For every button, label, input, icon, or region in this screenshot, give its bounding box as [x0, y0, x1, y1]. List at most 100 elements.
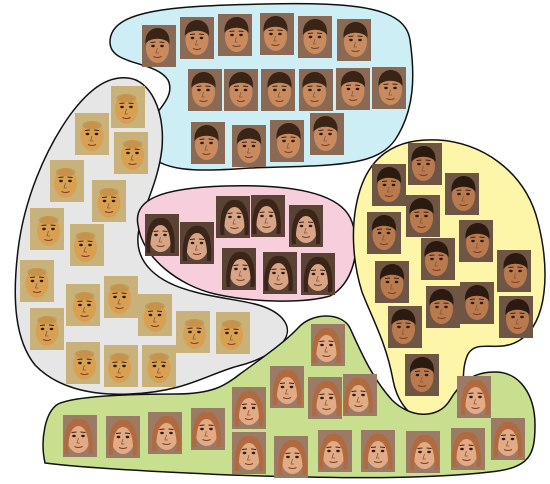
face-thumbnail-blue: [224, 69, 258, 111]
face-thumbnail-yellow: [406, 195, 440, 237]
face-brow: [336, 447, 341, 448]
face-eye: [282, 89, 286, 91]
face-brow: [319, 130, 324, 131]
face-hair: [75, 350, 95, 358]
face-eye: [392, 184, 396, 186]
face-eye: [40, 280, 44, 282]
face-brow: [157, 311, 162, 312]
face-eye: [113, 296, 117, 298]
face-brow: [242, 142, 247, 143]
face-eye: [381, 450, 385, 452]
face-eye: [347, 88, 351, 90]
face-brow: [251, 449, 256, 450]
face-eye: [243, 452, 247, 454]
face-eye: [320, 344, 324, 346]
face-eye: [393, 87, 397, 89]
face-eye: [457, 193, 461, 195]
face-brow: [457, 190, 462, 191]
face-eye: [237, 216, 241, 218]
face-brow: [427, 448, 432, 449]
face-eye: [406, 326, 410, 328]
face-brow: [190, 239, 195, 240]
face-eye: [278, 33, 282, 35]
face-eye: [352, 394, 356, 396]
face-eye: [418, 451, 422, 453]
face-brow: [377, 229, 382, 230]
face-thumbnail-pink: [263, 252, 297, 294]
face-eye: [51, 228, 55, 230]
face-thumbnail-yellow: [445, 173, 479, 215]
face-thumbnail-blue: [261, 69, 295, 111]
face-brow: [39, 277, 44, 278]
face-eye: [383, 184, 387, 186]
face-hair: [39, 216, 59, 224]
face-thumbnail-grey: [111, 86, 145, 128]
face-eye: [252, 407, 256, 409]
face-eye: [319, 133, 323, 135]
face-eye: [358, 39, 362, 41]
face-thumbnail-blue: [188, 69, 222, 111]
face-eye: [41, 328, 45, 330]
face-thumbnail-yellow: [408, 143, 442, 185]
face-thumbnail-pink: [301, 253, 335, 295]
face-brow: [320, 341, 325, 342]
face-brow: [234, 86, 239, 87]
face-eye: [466, 193, 470, 195]
face-brow: [113, 362, 118, 363]
face-thumbnail-grey: [30, 308, 64, 350]
face-eye: [200, 242, 204, 244]
face-thumbnail-yellow: [459, 220, 493, 262]
face-brow: [209, 425, 214, 426]
face-brow: [169, 429, 174, 430]
face-hair: [75, 292, 95, 300]
face-eye: [356, 88, 360, 90]
face-eye: [243, 407, 247, 409]
face-brow: [299, 222, 304, 223]
face-eye: [471, 302, 475, 304]
face-eye: [162, 365, 166, 367]
face-eye: [387, 232, 391, 234]
face-brow: [94, 130, 99, 131]
face-brow: [102, 197, 107, 198]
face-brow: [197, 86, 202, 87]
face-brow: [79, 241, 84, 242]
face-eye: [103, 200, 107, 202]
face-eye: [321, 273, 325, 275]
face-eye: [209, 142, 213, 144]
face-eye: [444, 306, 448, 308]
face-brow: [260, 212, 265, 213]
face-brow: [161, 362, 166, 363]
face-brow: [509, 267, 514, 268]
face-brow: [280, 383, 285, 384]
face-eye: [430, 258, 434, 260]
face-eye: [395, 281, 399, 283]
face-brow: [120, 103, 125, 104]
face-brow: [126, 149, 131, 150]
face-brow: [393, 84, 398, 85]
face-thumbnail-yellow: [372, 164, 406, 206]
face-brow: [317, 33, 322, 34]
face-brow: [116, 433, 121, 434]
face-hair: [27, 268, 47, 276]
face-brow: [417, 160, 422, 161]
face-thumbnail-green: [106, 416, 140, 458]
face-thumbnail-green: [232, 432, 266, 474]
face-eye: [317, 89, 321, 91]
face-eye: [469, 396, 473, 398]
face-brow: [135, 149, 140, 150]
face-eye: [269, 33, 273, 35]
face-thumbnail-green: [361, 430, 395, 472]
face-brow: [251, 404, 256, 405]
face-thumbnail-yellow: [497, 250, 531, 292]
face-eye: [349, 39, 353, 41]
face-brow: [51, 225, 56, 226]
face-eye: [122, 296, 126, 298]
face-eye: [312, 273, 316, 275]
face-brow: [391, 181, 396, 182]
face-eye: [154, 234, 158, 236]
face-thumbnail-green: [191, 408, 225, 450]
face-brow: [160, 429, 165, 430]
face-brow: [200, 139, 205, 140]
face-thumbnail-pink: [180, 222, 214, 264]
